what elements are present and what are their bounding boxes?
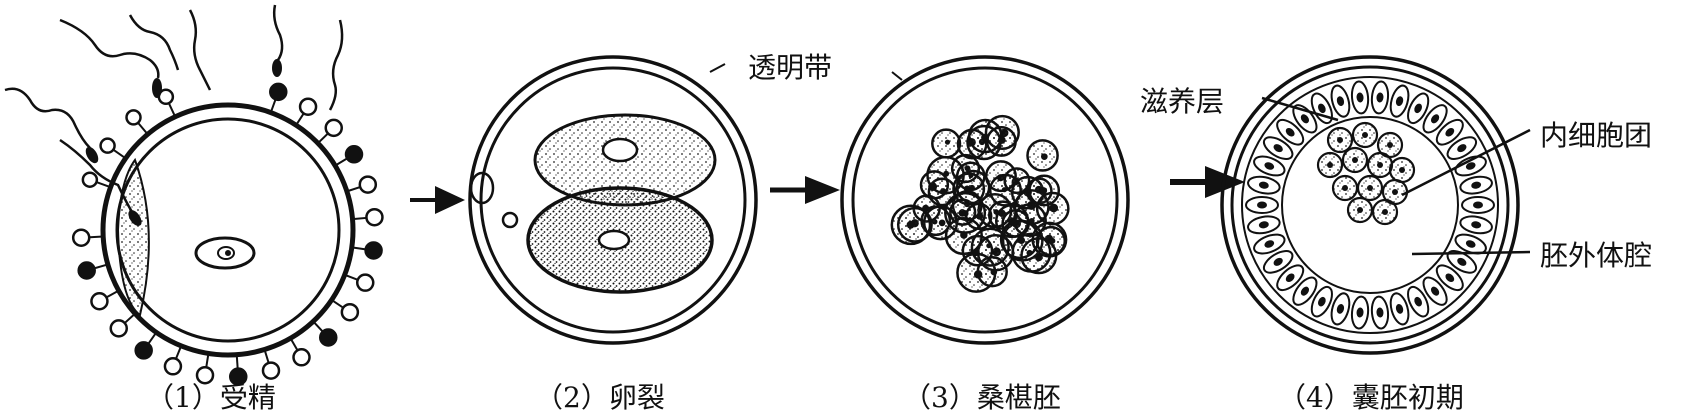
sperm-cells (71, 82, 384, 386)
caption-cleavage: （2）卵裂 (535, 381, 665, 414)
caption-blastocyst: （4）囊胚初期 (1278, 381, 1464, 414)
stage-fertilization (4, 4, 384, 386)
arrow-1 (410, 186, 465, 214)
caption-morula: （3）桑椹胚 (903, 381, 1061, 414)
caption-fertilization: （1）受精 (146, 381, 276, 414)
stage-morula (840, 55, 1130, 345)
arrow-2 (770, 176, 840, 204)
label-trophoblast: 滋养层 (1140, 85, 1225, 118)
leader-lines (1261, 96, 1531, 256)
label-zona-pellucida: 透明带 (748, 51, 833, 84)
stage-cleavage (468, 55, 758, 345)
label-blastocoel: 胚外体腔 (1540, 239, 1653, 272)
stage-blastocyst (1220, 55, 1520, 355)
label-inner-cell-mass: 内细胞团 (1540, 119, 1653, 152)
